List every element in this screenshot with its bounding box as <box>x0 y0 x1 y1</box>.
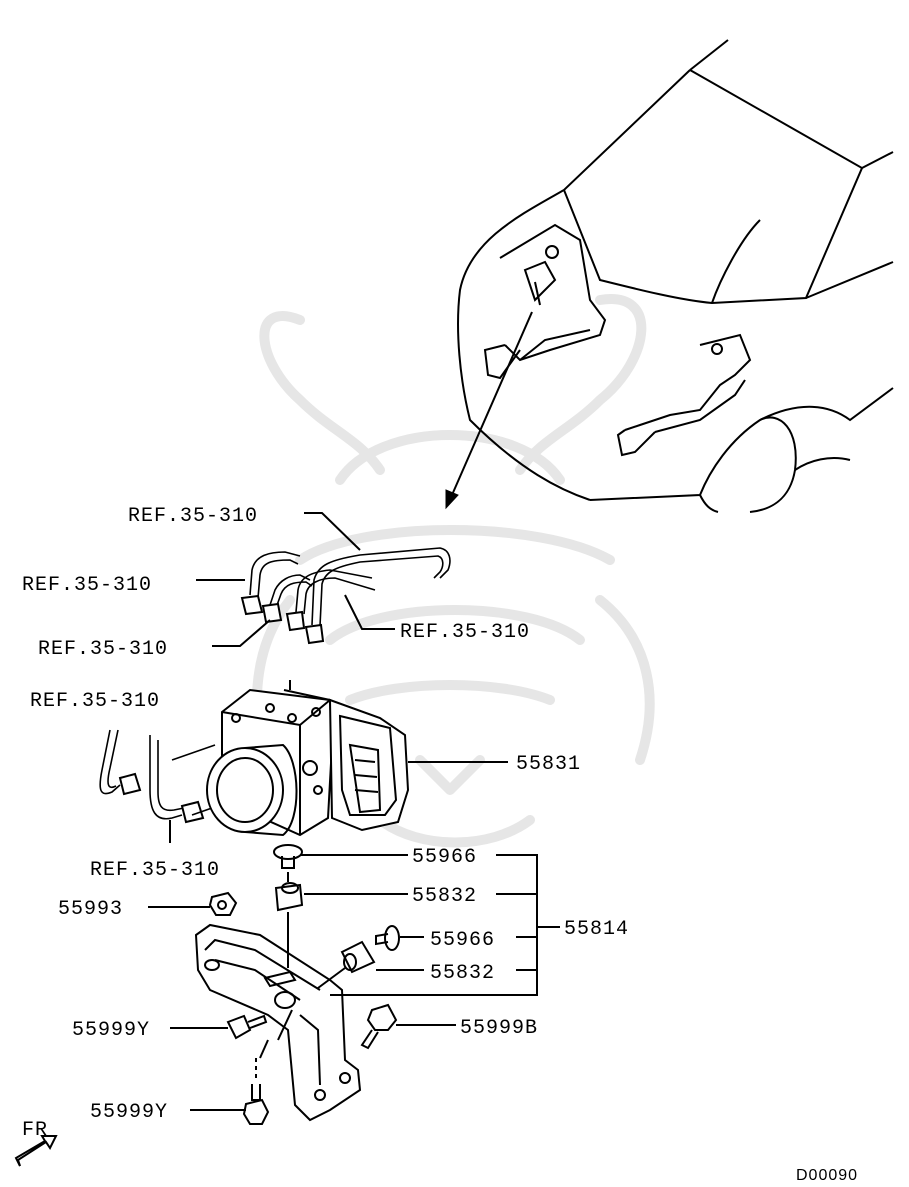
label-part-55999y-a: 55999Y <box>72 1019 150 1042</box>
label-ref-left-mid: REF.35-310 <box>38 638 168 661</box>
small-parts <box>208 844 400 1125</box>
label-ref-bottom: REF.35-310 <box>90 859 220 882</box>
label-ref-left-lower: REF.35-310 <box>30 690 160 713</box>
label-ref-left-upper: REF.35-310 <box>22 574 152 597</box>
brake-lines <box>99 547 451 824</box>
label-part-55966-b: 55966 <box>430 929 495 952</box>
direction-label: FR <box>22 1119 48 1142</box>
label-part-55999b: 55999B <box>460 1017 538 1040</box>
drawing-code: D00090 <box>796 1167 858 1184</box>
label-ref-right: REF.35-310 <box>400 621 530 644</box>
abs-hydraulic-unit <box>206 680 410 837</box>
label-part-55814: 55814 <box>564 918 629 941</box>
label-part-55966-a: 55966 <box>412 846 477 869</box>
label-part-55832-a: 55832 <box>412 885 477 908</box>
label-part-55832-b: 55832 <box>430 962 495 985</box>
front-direction-arrow-icon <box>14 1135 58 1167</box>
label-ref-top: REF.35-310 <box>128 505 258 528</box>
label-part-55999y-b: 55999Y <box>90 1101 168 1124</box>
leader-lines <box>148 512 560 1111</box>
label-part-55993: 55993 <box>58 898 123 921</box>
bracket-assembly <box>194 923 362 1122</box>
label-part-55831: 55831 <box>516 753 581 776</box>
vehicle-outline <box>445 39 894 513</box>
